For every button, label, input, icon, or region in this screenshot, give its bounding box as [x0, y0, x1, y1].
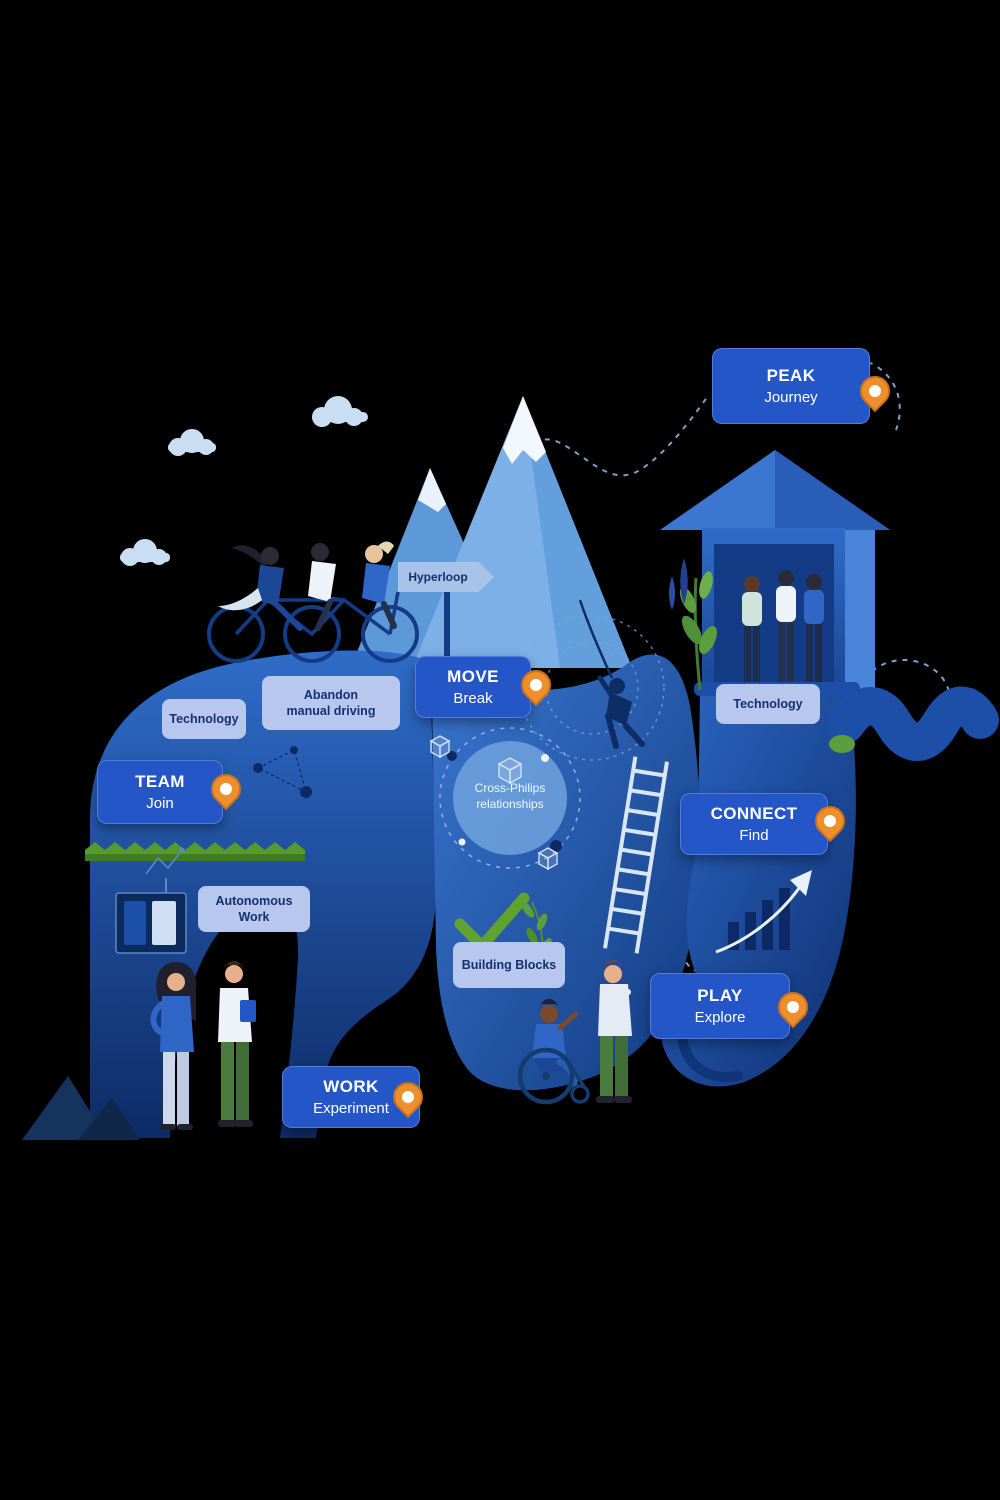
- milestone-title: PEAK: [766, 366, 816, 385]
- milestone-subtitle: Experiment: [313, 1100, 389, 1117]
- grass-illustration: [85, 842, 305, 861]
- tag-technology-left: Technology: [162, 699, 246, 739]
- milestone-subtitle: Find: [739, 827, 769, 844]
- wheelchair-person-illustration: [517, 999, 590, 1105]
- tower-illustration: [660, 450, 890, 696]
- milestone-title: TEAM: [135, 772, 185, 791]
- tag-line: manual driving: [286, 704, 376, 718]
- tag-label: Technology: [169, 711, 239, 726]
- tag-abandon-manual-driving: Abandon manual driving: [262, 676, 400, 730]
- milestone-peak-journey[interactable]: PEAK Journey: [712, 348, 870, 424]
- tag-line: Work: [238, 910, 270, 924]
- plant-illustration: [669, 558, 717, 691]
- tag-technology-right: Technology: [716, 684, 820, 724]
- cube-icons: [429, 735, 559, 871]
- milestone-title: CONNECT: [710, 804, 798, 823]
- milestone-connect-find[interactable]: CONNECT Find: [680, 793, 828, 855]
- cyclists-illustration: [218, 541, 397, 631]
- tag-label: Building Blocks: [461, 957, 557, 972]
- tag-cross-philips-relationships: Cross-Philips relationships: [452, 780, 568, 812]
- bar-chart-illustration: [715, 870, 812, 954]
- milestone-subtitle: Explore: [694, 1009, 746, 1026]
- milestone-play-explore[interactable]: PLAY Explore: [650, 973, 790, 1039]
- tag-label: Hyperloop: [408, 570, 468, 584]
- network-dots-illustration: [253, 746, 312, 798]
- tag-building-blocks: Building Blocks: [453, 942, 565, 988]
- milestone-title: MOVE: [447, 667, 499, 686]
- tag-label: Technology: [733, 696, 803, 711]
- relationships-circle: [439, 727, 581, 869]
- standing-man-illustration: [596, 959, 632, 1103]
- tag-autonomous-work: Autonomous Work: [198, 886, 310, 932]
- tag-hyperloop: Hyperloop: [398, 562, 494, 592]
- milestone-move-break[interactable]: MOVE Break: [415, 656, 531, 718]
- tag-line: relationships: [476, 797, 544, 812]
- tag-line: Cross-Philips: [474, 781, 546, 795]
- talking-pair-illustration: [150, 961, 256, 1130]
- small-mountains-illustration: [22, 1076, 140, 1140]
- milestone-work-experiment[interactable]: WORK Experiment: [282, 1066, 420, 1128]
- bush-illustration: [829, 735, 855, 753]
- milestone-title: WORK: [323, 1077, 379, 1096]
- tag-line: Abandon: [303, 687, 359, 702]
- milestone-team-join[interactable]: TEAM Join: [97, 760, 223, 824]
- machine-illustration: [115, 847, 187, 954]
- climber-illustration: [578, 599, 645, 749]
- milestone-subtitle: Join: [146, 795, 174, 812]
- wave-ribbon: [827, 686, 999, 761]
- ladder-illustration: [603, 756, 669, 954]
- milestone-title: PLAY: [697, 986, 743, 1005]
- tag-line: Autonomous: [215, 893, 293, 908]
- tower-people-illustration: [742, 570, 824, 682]
- clouds-illustration: [120, 396, 368, 566]
- milestone-subtitle: Break: [453, 690, 493, 707]
- milestone-subtitle: Journey: [764, 389, 818, 406]
